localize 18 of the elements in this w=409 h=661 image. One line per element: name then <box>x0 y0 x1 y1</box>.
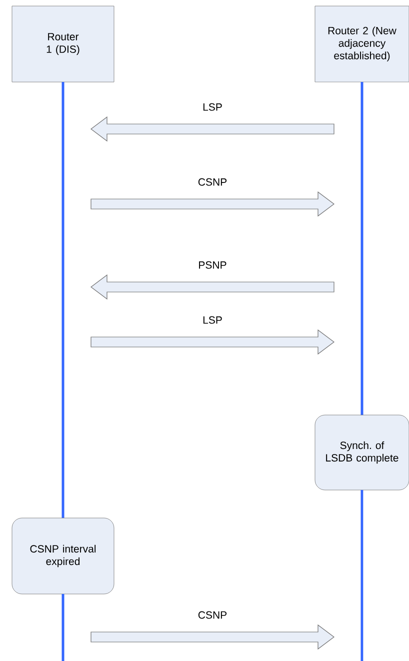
router-box: Router 2 (New adjacency established) <box>314 6 409 82</box>
edge-label: LSP <box>202 102 224 112</box>
block-arrow <box>90 116 334 142</box>
lifeline <box>360 82 364 415</box>
block-arrow <box>90 191 334 217</box>
status-box: CSNP interval expired <box>12 518 114 594</box>
block-arrow <box>90 624 334 650</box>
block-arrow <box>90 274 334 300</box>
block-arrow <box>90 329 334 355</box>
edge-label: LSP <box>202 315 224 325</box>
router-box: Router 1 (DIS) <box>12 6 114 82</box>
edge-label: CSNP <box>196 610 228 620</box>
lifeline <box>62 82 64 518</box>
edge-label: PSNP <box>197 260 228 270</box>
status-box: Synch. of LSDB complete <box>314 414 409 490</box>
lifeline <box>360 490 364 661</box>
lifeline <box>62 594 64 661</box>
edge-label: CSNP <box>196 177 228 187</box>
